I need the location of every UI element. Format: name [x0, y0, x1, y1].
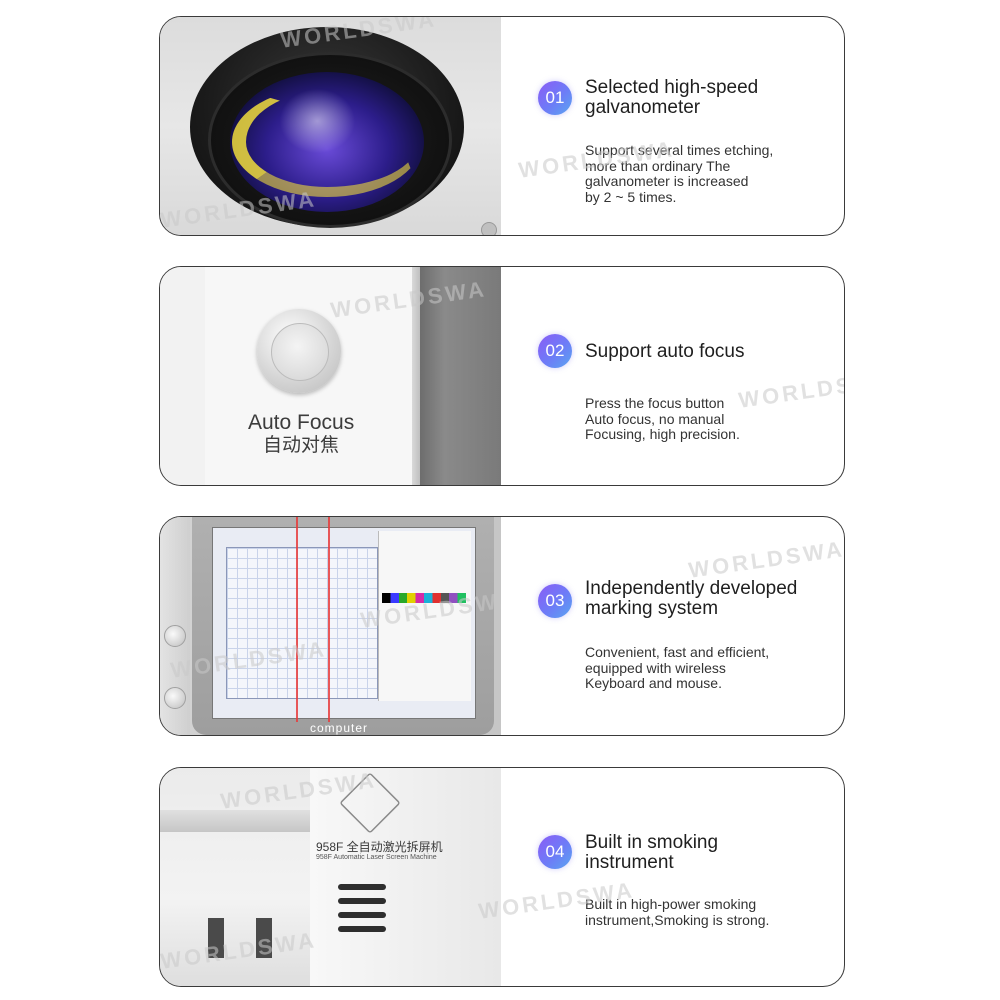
smoking-instrument-image: 958F 全自动激光拆屏机 958F Automatic Laser Scree…: [160, 768, 501, 986]
vent-icon: [338, 912, 386, 918]
computer-label: computer: [310, 721, 369, 735]
feature-description: Convenient, fast and efficient, equipped…: [585, 644, 770, 691]
machine-model-label: 958F 全自动激光拆屏机: [316, 840, 443, 854]
feature-number-badge: 02: [538, 334, 572, 368]
feature-title: Support auto focus: [585, 341, 745, 362]
watermark: WORLDSWA: [736, 366, 845, 413]
vent-icon: [338, 926, 386, 932]
feature-number-badge: 01: [538, 81, 572, 115]
knob-icon: [164, 687, 186, 709]
auto-focus-label: Auto Focus: [248, 411, 355, 434]
feature-text: 01 Selected high-speed galvanometer Supp…: [517, 17, 838, 235]
feature-description: Support several times etching, more than…: [585, 142, 774, 205]
vent-icon: [338, 884, 386, 890]
feature-number-badge: 04: [538, 835, 572, 869]
watermark: WORLDSWA: [686, 536, 845, 583]
auto-focus-image: Auto Focus 自动对焦 WORLDSWA: [160, 267, 501, 485]
feature-text: 04 Built in smoking instrument Built in …: [477, 768, 838, 986]
marking-grid: [226, 547, 378, 699]
feature-text: 03 Independently developed marking syste…: [538, 517, 844, 735]
knob-icon: [164, 625, 186, 647]
feature-description: Press the focus button Auto focus, no ma…: [585, 395, 740, 442]
machine-model-label-en: 958F Automatic Laser Screen Machine: [316, 854, 437, 861]
feature-card-marking-system: computer WORLDSWA WORLDSWA 03 Independen…: [159, 516, 845, 736]
feature-card-auto-focus: Auto Focus 自动对焦 WORLDSWA 02 Support auto…: [159, 266, 845, 486]
feature-number-badge: 03: [538, 584, 572, 618]
vent-icon: [338, 898, 386, 904]
feature-description: Built in high-power smoking instrument,S…: [585, 896, 770, 928]
feature-title: Selected high-speed galvanometer: [585, 77, 759, 118]
feature-card-galvanometer: WORLDSWA WORLDSWA 01 Selected high-speed…: [159, 16, 845, 236]
marking-system-image: computer WORLDSWA WORLDSWA: [160, 517, 501, 735]
feature-title: Independently developed marking system: [585, 578, 798, 619]
auto-focus-label-cn: 自动对焦: [263, 435, 340, 456]
feature-text: 02 Support auto focus Press the focus bu…: [538, 267, 844, 485]
galvanometer-lens-image: WORLDSWA WORLDSWA: [160, 17, 501, 235]
feature-card-smoking-instrument: 958F 全自动激光拆屏机 958F Automatic Laser Scree…: [159, 767, 845, 987]
color-palette: [382, 593, 466, 603]
feature-title: Built in smoking instrument: [585, 832, 719, 873]
screw-icon: [481, 222, 497, 235]
